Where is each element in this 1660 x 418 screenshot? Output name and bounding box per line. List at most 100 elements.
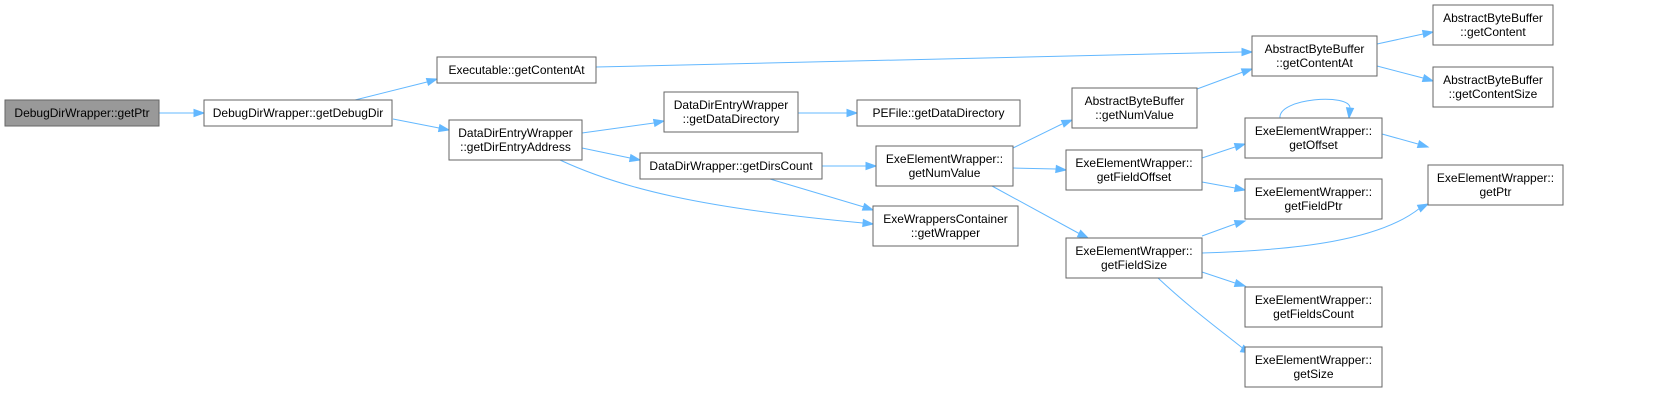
edge-line: [1201, 181, 1236, 189]
edge-arrowhead: [1233, 183, 1247, 193]
graph-node-abstractbytebuffer-getcontent[interactable]: AbstractByteBuffer::getContent: [1432, 4, 1554, 46]
node-label: getNumValue: [909, 166, 981, 180]
graph-node-executable-getcontentat[interactable]: Executable::getContentAt: [436, 56, 597, 84]
node-box: [663, 91, 799, 133]
edge-n12-n4: [1196, 68, 1254, 90]
node-label: DataDirWrapper::getDirsCount: [649, 159, 813, 173]
node-box: [1432, 66, 1554, 108]
edge-arrowhead: [1055, 164, 1068, 174]
node-box: [1432, 4, 1554, 46]
edge-n11-n14: [991, 185, 1090, 239]
node-label: ExeWrappersContainer: [883, 212, 1008, 226]
graph-node-pefile-getdatadirectory[interactable]: PEFile::getDataDirectory: [856, 99, 1021, 127]
edge-arrowhead: [652, 118, 666, 128]
node-label: AbstractByteBuffer: [1265, 42, 1365, 56]
graph-node-abstractbytebuffer-getcontentat[interactable]: AbstractByteBuffer::getContentAt: [1251, 35, 1378, 77]
edge-line: [1012, 167, 1057, 170]
node-label: ExeElementWrapper::: [886, 152, 1003, 166]
node-label: getFieldOffset: [1097, 170, 1172, 184]
edge-n14-n18: [1201, 271, 1247, 288]
edge-arrowhead: [1233, 278, 1247, 288]
edge-n11-n12: [1012, 119, 1074, 149]
node-label: ::getNumValue: [1095, 108, 1174, 122]
node-box: [448, 119, 583, 161]
edge-n14-n16: [1201, 219, 1247, 237]
edge-n3-n7: [581, 118, 666, 134]
edge-line: [1376, 65, 1424, 79]
graph-node-debugdirwrapper-getdebugdir[interactable]: DebugDirWrapper::getDebugDir: [203, 99, 393, 127]
node-box: [203, 99, 393, 127]
graph-node-datadirwrapper-getdirscount[interactable]: DataDirWrapper::getDirsCount: [639, 152, 823, 180]
node-label: ExeElementWrapper::: [1255, 185, 1372, 199]
edge-line: [392, 118, 440, 129]
graph-node-abstractbytebuffer-getcontentsize[interactable]: AbstractByteBuffer::getContentSize: [1432, 66, 1554, 108]
edge-arrowhead: [1060, 119, 1074, 128]
edge-arrowhead: [1421, 73, 1435, 83]
edge-line: [581, 122, 655, 134]
node-label: ExeElementWrapper::: [1437, 171, 1554, 185]
node-label: ExeElementWrapper::: [1255, 124, 1372, 138]
graph-nodes: DebugDirWrapper::getPtr DebugDirWrapper::…: [4, 4, 1564, 388]
node-label: ::getWrapper: [911, 226, 980, 240]
edge-n0-n1: [159, 108, 206, 118]
edge-arrowhead: [862, 218, 875, 228]
node-box: [436, 56, 597, 84]
graph-node-exeelementwrapper-getoffset[interactable]: ExeElementWrapper::getOffset: [1244, 117, 1383, 159]
edge-line: [1201, 146, 1236, 159]
node-label: ::getDataDirectory: [683, 112, 780, 126]
node-label: AbstractByteBuffer: [1443, 73, 1543, 87]
edge-n4-n5: [1376, 29, 1435, 45]
node-box: [1065, 237, 1203, 279]
graph-node-exeelementwrapper-getptr[interactable]: ExeElementWrapper::getPtr: [1427, 164, 1564, 206]
node-label: Executable::getContentAt: [448, 63, 585, 77]
graph-node-exeelementwrapper-getnumvalue[interactable]: ExeElementWrapper::getNumValue: [875, 145, 1014, 187]
edge-line: [1196, 71, 1244, 90]
node-box: [639, 152, 823, 180]
graph-node-datadirentrywrapper-getdirentryaddress[interactable]: DataDirEntryWrapper::getDirEntryAddress: [448, 119, 583, 161]
edge-n3-n8: [581, 147, 642, 163]
node-label: DataDirEntryWrapper: [458, 126, 572, 140]
graph-node-exeelementwrapper-getsize[interactable]: ExeElementWrapper::getSize: [1244, 346, 1383, 388]
graph-node-exeelementwrapper-getfieldoffset[interactable]: ExeElementWrapper::getFieldOffset: [1065, 149, 1203, 191]
edge-line: [769, 178, 865, 208]
edge-n3-n9: [559, 159, 875, 228]
node-label: ::getContentAt: [1276, 56, 1353, 70]
node-box: [1244, 117, 1383, 159]
edge-line: [595, 51, 1243, 68]
edge-n15-n17: [1381, 133, 1430, 149]
graph-node-exewrapperscontainer-getwrapper[interactable]: ExeWrappersContainer::getWrapper: [872, 205, 1019, 247]
edge-n1-n2: [354, 77, 439, 101]
node-box: [856, 99, 1021, 127]
edge-arrowhead: [1240, 68, 1254, 77]
node-box: [4, 99, 160, 127]
edge-n11-n13: [1012, 164, 1068, 174]
graph-node-exeelementwrapper-getfieldsize[interactable]: ExeElementWrapper::getFieldSize: [1065, 237, 1203, 279]
node-label: AbstractByteBuffer: [1085, 94, 1185, 108]
node-label: getOffset: [1289, 138, 1338, 152]
edge-line: [1376, 33, 1424, 45]
node-label: getFieldsCount: [1273, 307, 1354, 321]
graph-node-debugdirwrapper-getptr[interactable]: DebugDirWrapper::getPtr: [4, 99, 160, 127]
edge-n13-n15: [1201, 142, 1247, 159]
edge-line: [354, 81, 428, 101]
edge-n8-n11: [822, 161, 878, 171]
node-label: DebugDirWrapper::getDebugDir: [213, 106, 384, 120]
graph-node-datadirentrywrapper-getdatadirectory[interactable]: DataDirEntryWrapper::getDataDirectory: [663, 91, 799, 133]
edge-n15-n15: [1279, 98, 1355, 120]
graph-node-abstractbytebuffer-getnumvalue[interactable]: AbstractByteBuffer::getNumValue: [1071, 87, 1198, 129]
edge-arrowhead: [1241, 47, 1254, 57]
graph-node-exeelementwrapper-getfieldptr[interactable]: ExeElementWrapper::getFieldPtr: [1244, 178, 1383, 220]
edge-n13-n16: [1201, 181, 1247, 193]
edge-line: [559, 159, 864, 224]
edge-line: [1012, 123, 1063, 149]
graph-node-exeelementwrapper-getfieldscount[interactable]: ExeElementWrapper::getFieldsCount: [1244, 286, 1383, 328]
edge-line: [581, 147, 631, 159]
node-label: DataDirEntryWrapper: [674, 98, 788, 112]
node-label: PEFile::getDataDirectory: [872, 106, 1004, 120]
edge-arrowhead: [1345, 107, 1355, 120]
edge-arrowhead: [1233, 219, 1247, 229]
node-label: getFieldSize: [1101, 258, 1167, 272]
node-box: [1065, 149, 1203, 191]
edge-n7-n10: [798, 108, 859, 118]
